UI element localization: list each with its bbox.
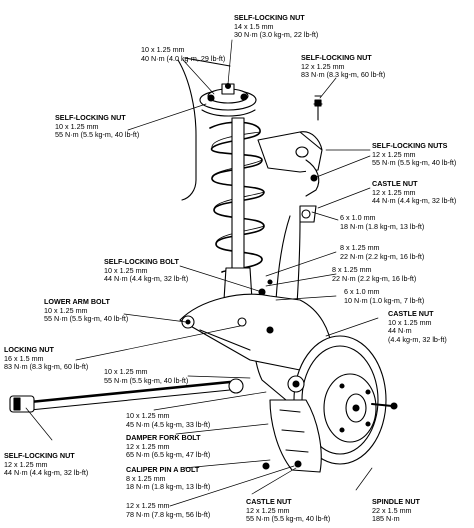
label-line: 12 x 1.25 mm (126, 441, 170, 451)
label-line: 185 N·m (372, 514, 400, 524)
label-bolt-10x125-b: 10 x 1.25 mm 45 N·m (4.5 kg-m, 33 lb-ft) (126, 411, 211, 429)
label-line: 12 x 1.25 mm (4, 459, 48, 469)
label-line: SELF-LOCKING NUT (301, 53, 372, 62)
label-line: 18 N·m (1.8 kg-m, 13 lb-ft) (340, 221, 425, 231)
label-line: 83 N·m (8.3 kg-m, 60 lb-ft) (4, 362, 89, 372)
leader-lines (25, 39, 379, 507)
label-line: 44 N·m (388, 326, 412, 336)
label-line: 12 x 1.25 mm (126, 501, 170, 510)
label-line: 12 x 1.25 mm (372, 149, 416, 159)
label-line: 44 N·m (4.4 kg-m, 32 lb-ft) (4, 468, 89, 478)
label-line: 22 x 1.5 mm (372, 505, 412, 515)
label-line: CASTLE NUT (388, 309, 434, 318)
label-line: (4.4 kg-m, 32 lb-ft) (388, 334, 447, 344)
label-line: 83 N·m (8.3 kg-m, 60 lb-ft) (301, 70, 386, 80)
label-castle-nut-mid: CASTLE NUT 10 x 1.25 mm 44 N·m (4.4 kg-m… (388, 309, 447, 344)
label-right-top-self-locking-nut: SELF-LOCKING NUT 12 x 1.25 mm 83 N·m (8.… (301, 53, 386, 80)
label-line: 55 N·m (5.5 kg-m, 40 lb-ft) (44, 314, 129, 324)
body-panel (177, 59, 197, 201)
label-line: 10 x 1.25 mm (55, 121, 99, 131)
label-bolt-6x1-b: 6 x 1.0 mm 10 N·m (1.0 kg-m, 7 lb-ft) (344, 287, 425, 305)
label-line: 10 x 1.25 mm (388, 317, 432, 327)
strut-top-mount (199, 82, 257, 117)
label-line: 55 N·m (5.5 kg-m, 40 lb-ft) (55, 130, 140, 140)
label-self-locking-bolt: SELF-LOCKING BOLT 10 x 1.25 mm 44 N·m (4… (104, 257, 189, 284)
label-castle-nut-bottom: CASTLE NUT 12 x 1.25 mm 55 N·m (5.5 kg-m… (246, 497, 331, 524)
label-line: SPINDLE NUT (372, 497, 420, 506)
label-line: SELF-LOCKING NUT (55, 113, 126, 122)
label-line: CASTLE NUT (372, 179, 418, 188)
label-bolt-12x125: 12 x 1.25 mm 78 N·m (7.8 kg-m, 56 lb-ft) (126, 501, 211, 519)
label-upper-arm-nuts: SELF-LOCKING NUTS 12 x 1.25 mm 55 N·m (5… (372, 141, 457, 168)
label-mount-nut: 10 x 1.25 mm 40 N·m (4.0 kg-m, 29 lb-ft) (141, 45, 226, 63)
label-line: CASTLE NUT (246, 497, 292, 506)
label-line: CALIPER PIN A BOLT (126, 465, 200, 474)
label-line: 22 N·m (2.2 kg-m, 16 lb-ft) (332, 273, 417, 283)
label-lower-arm-bolt: LOWER ARM BOLT 10 x 1.25 mm 55 N·m (5.5 … (44, 297, 129, 324)
label-line: 44 N·m (4.4 kg-m, 32 lb-ft) (104, 274, 189, 284)
label-line: 10 N·m (1.0 kg-m, 7 lb-ft) (344, 295, 425, 305)
label-line: LOCKING NUT (4, 345, 54, 354)
label-caliper-pin-bolt: CALIPER PIN A BOLT 8 x 1.25 mm 18 N·m (1… (126, 465, 211, 492)
label-line: 10 x 1.25 mm (44, 305, 88, 315)
label-line: 8 x 1.25 mm (126, 473, 166, 483)
label-line: SELF-LOCKING BOLT (104, 257, 179, 266)
label-top-self-locking-nut: SELF-LOCKING NUT 14 x 1.5 mm 30 N·m (3.0… (234, 13, 319, 40)
label-line: 6 x 1.0 mm (340, 213, 376, 222)
label-line: 22 N·m (2.2 kg-m, 16 lb-ft) (340, 251, 425, 261)
label-line: 10 x 1.25 mm (104, 367, 148, 376)
label-line: 14 x 1.5 mm (234, 21, 274, 31)
label-left-self-locking-nut: SELF-LOCKING NUT 10 x 1.25 mm 55 N·m (5.… (55, 113, 140, 140)
label-line: 45 N·m (4.5 kg-m, 33 lb-ft) (126, 419, 211, 429)
label-line: DAMPER FORK BOLT (126, 433, 201, 442)
label-castle-nut-upper: CASTLE NUT 12 x 1.25 mm 44 N·m (4.4 kg-m… (372, 179, 457, 206)
label-line: 10 x 1.25 mm (126, 411, 170, 420)
label-line: SELF-LOCKING NUT (234, 13, 305, 22)
label-line: 55 N·m (5.5 kg-m, 40 lb-ft) (104, 375, 189, 385)
label-line: 10 x 1.25 mm (141, 45, 185, 54)
label-line: 65 N·m (6.5 kg-m, 47 lb-ft) (126, 450, 211, 460)
label-line: 8 x 1.25 mm (340, 243, 380, 252)
label-line: 12 x 1.25 mm (372, 187, 416, 197)
label-line: 12 x 1.25 mm (301, 61, 345, 71)
label-self-locking-nut-bottom-left: SELF-LOCKING NUT 12 x 1.25 mm 44 N·m (4.… (4, 451, 89, 478)
brake-caliper (262, 375, 322, 473)
upper-arm (257, 95, 323, 223)
label-line: 78 N·m (7.8 kg-m, 56 lb-ft) (126, 509, 211, 519)
label-line: SELF-LOCKING NUTS (372, 141, 448, 150)
label-line: 44 N·m (4.4 kg-m, 32 lb-ft) (372, 196, 457, 206)
label-locking-nut: LOCKING NUT 16 x 1.5 mm 83 N·m (8.3 kg-m… (4, 345, 89, 372)
label-bolt-8x125-a: 8 x 1.25 mm 22 N·m (2.2 kg-m, 16 lb-ft) (340, 243, 425, 261)
label-line: 30 N·m (3.0 kg-m, 22 lb-ft) (234, 30, 319, 40)
label-spindle-nut: SPINDLE NUT 22 x 1.5 mm 185 N·m (372, 497, 420, 524)
label-line: LOWER ARM BOLT (44, 297, 110, 306)
label-line: 16 x 1.5 mm (4, 353, 44, 363)
label-line: 6 x 1.0 mm (344, 287, 380, 296)
radius-rod (9, 378, 244, 413)
label-line: 18 N·m (1.8 kg-m, 13 lb-ft) (126, 482, 211, 492)
label-line: 10 x 1.25 mm (104, 265, 148, 275)
label-line: 55 N·m (5.5 kg-m, 40 lb-ft) (372, 158, 457, 168)
label-line: 8 x 1.25 mm (332, 265, 372, 274)
label-bolt-10x125-a: 10 x 1.25 mm 55 N·m (5.5 kg-m, 40 lb-ft) (104, 367, 189, 385)
label-bolt-6x1: 6 x 1.0 mm 18 N·m (1.8 kg-m, 13 lb-ft) (340, 213, 425, 231)
label-line: 55 N·m (5.5 kg-m, 40 lb-ft) (246, 514, 331, 524)
label-line: SELF-LOCKING NUT (4, 451, 75, 460)
label-damper-fork-bolt: DAMPER FORK BOLT 12 x 1.25 mm 65 N·m (6.… (126, 433, 211, 460)
label-line: 40 N·m (4.0 kg-m, 29 lb-ft) (141, 53, 226, 63)
label-line: 12 x 1.25 mm (246, 505, 290, 515)
label-bolt-8x125-b: 8 x 1.25 mm 22 N·m (2.2 kg-m, 16 lb-ft) (332, 265, 417, 283)
